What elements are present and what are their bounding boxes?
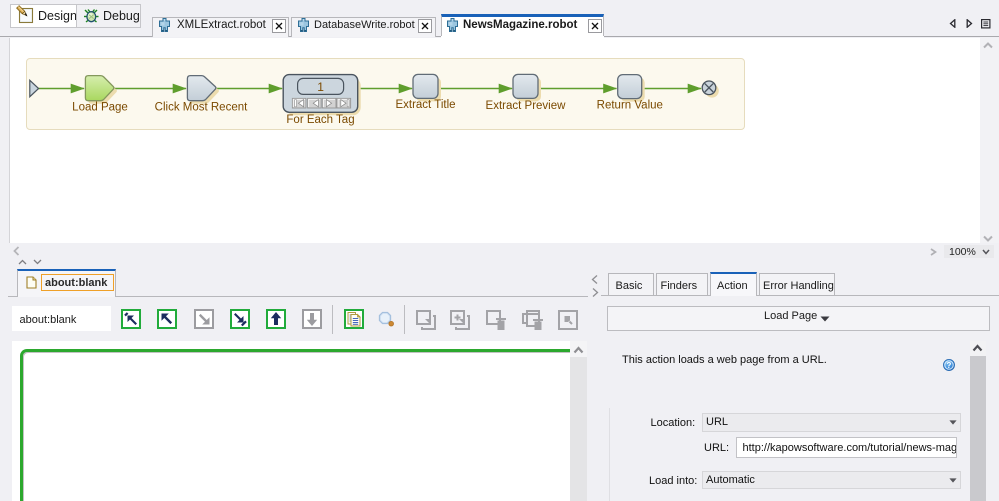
svg-text:1: 1 <box>317 80 324 94</box>
svg-text:Load Page: Load Page <box>72 102 128 114</box>
svg-text:Extract Preview: Extract Preview <box>486 100 567 112</box>
svg-text:?: ? <box>946 361 951 370</box>
svg-text:Return Value: Return Value <box>597 100 663 112</box>
svg-text:Extract Title: Extract Title <box>395 99 455 111</box>
svg-text:Click Most Recent: Click Most Recent <box>155 102 248 114</box>
svg-text:For Each Tag: For Each Tag <box>286 114 354 126</box>
